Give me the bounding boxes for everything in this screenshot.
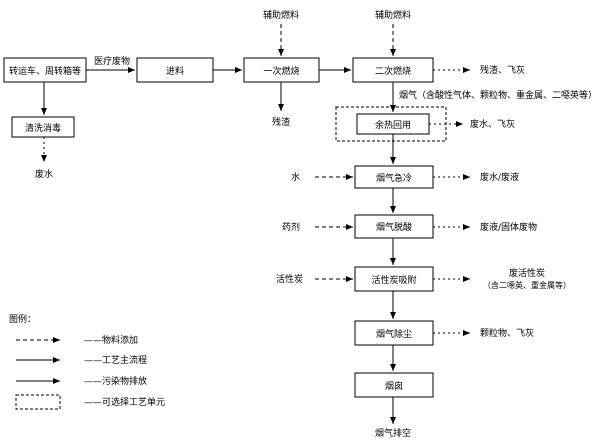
legend-item-pollutant: ——污染物排放: [84, 375, 147, 387]
node-primary-combustion: 一次燃烧: [243, 57, 320, 83]
node-heat-recovery-optional: 余热回用: [335, 106, 447, 142]
node-dust-removal: 烟气除尘: [354, 320, 434, 346]
spent-carbon-label-line1: 废活性炭: [509, 267, 545, 279]
spent-carbon-label-line2: （含二噁英、重金属等）: [483, 280, 571, 290]
residue-primary-label: 残渣: [272, 116, 290, 128]
node-heat-recovery-label: 余热回用: [375, 119, 411, 131]
wastewater-flyash-label: 废水、飞灰: [470, 118, 515, 130]
node-cleaning: 清洗消毒: [11, 116, 75, 138]
node-carbon-adsorption-label: 活性炭吸附: [371, 274, 416, 286]
reagent-label: 药剂: [282, 221, 300, 233]
node-carbon-adsorption: 活性炭吸附: [354, 266, 434, 292]
node-deacidification: 烟气脱酸: [354, 214, 434, 239]
pollutant-arrows: [41, 67, 470, 336]
node-deacidification-label: 烟气脱酸: [376, 221, 412, 233]
wastewater-liquid-label: 废水/废液: [480, 171, 519, 183]
aux-fuel-2-label: 辅助燃料: [375, 9, 411, 21]
node-chimney-label: 烟囱: [385, 380, 403, 392]
node-secondary-combustion-label: 二次燃烧: [375, 65, 411, 77]
activated-carbon-label: 活性炭: [276, 273, 303, 285]
material-addition-arrows: [278, 24, 396, 282]
main-flow-arrows: [41, 67, 396, 424]
water-label: 水: [291, 171, 300, 183]
node-secondary-combustion: 二次燃烧: [352, 57, 434, 83]
node-feeding: 进料: [136, 57, 214, 83]
wastewater-cleaning-label: 废水: [35, 168, 53, 180]
node-quench-label: 烟气急冷: [376, 172, 412, 184]
residue-flyash-secondary-label: 残渣、飞灰: [480, 64, 525, 76]
medical-waste-label: 医疗废物: [94, 55, 130, 67]
waste-liquid-solid-label: 废液/固体废物: [480, 221, 537, 233]
aux-fuel-1-label: 辅助燃料: [263, 9, 299, 21]
legend-item-main: ——工艺主流程: [84, 354, 147, 366]
legend-item-material: ——物料添加: [84, 334, 138, 346]
legend-title: 图例：: [9, 313, 36, 325]
legend-optional-box: [15, 394, 61, 410]
node-quench: 烟气急冷: [354, 165, 434, 189]
node-dust-removal-label: 烟气除尘: [376, 328, 412, 340]
node-chimney: 烟囱: [354, 372, 434, 398]
flue-gas-discharge-label: 烟气排空: [375, 427, 411, 439]
particles-flyash-label: 颗粒物、飞灰: [480, 327, 534, 339]
node-cleaning-label: 清洗消毒: [25, 122, 61, 134]
node-transport: 转运车、周转箱等: [3, 57, 87, 83]
flue-gas-note-label: 烟气（含酸性气体、颗粒物、重金属、二噁英等）: [399, 89, 597, 101]
legend: 图例： ——物料添加 ——工艺主流程 ——污染物排放 ——可选择工艺单元: [9, 313, 165, 410]
node-feeding-label: 进料: [166, 65, 184, 77]
node-primary-combustion-label: 一次燃烧: [263, 65, 299, 77]
node-transport-label: 转运车、周转箱等: [9, 65, 81, 77]
legend-item-optional: ——可选择工艺单元: [84, 396, 165, 408]
